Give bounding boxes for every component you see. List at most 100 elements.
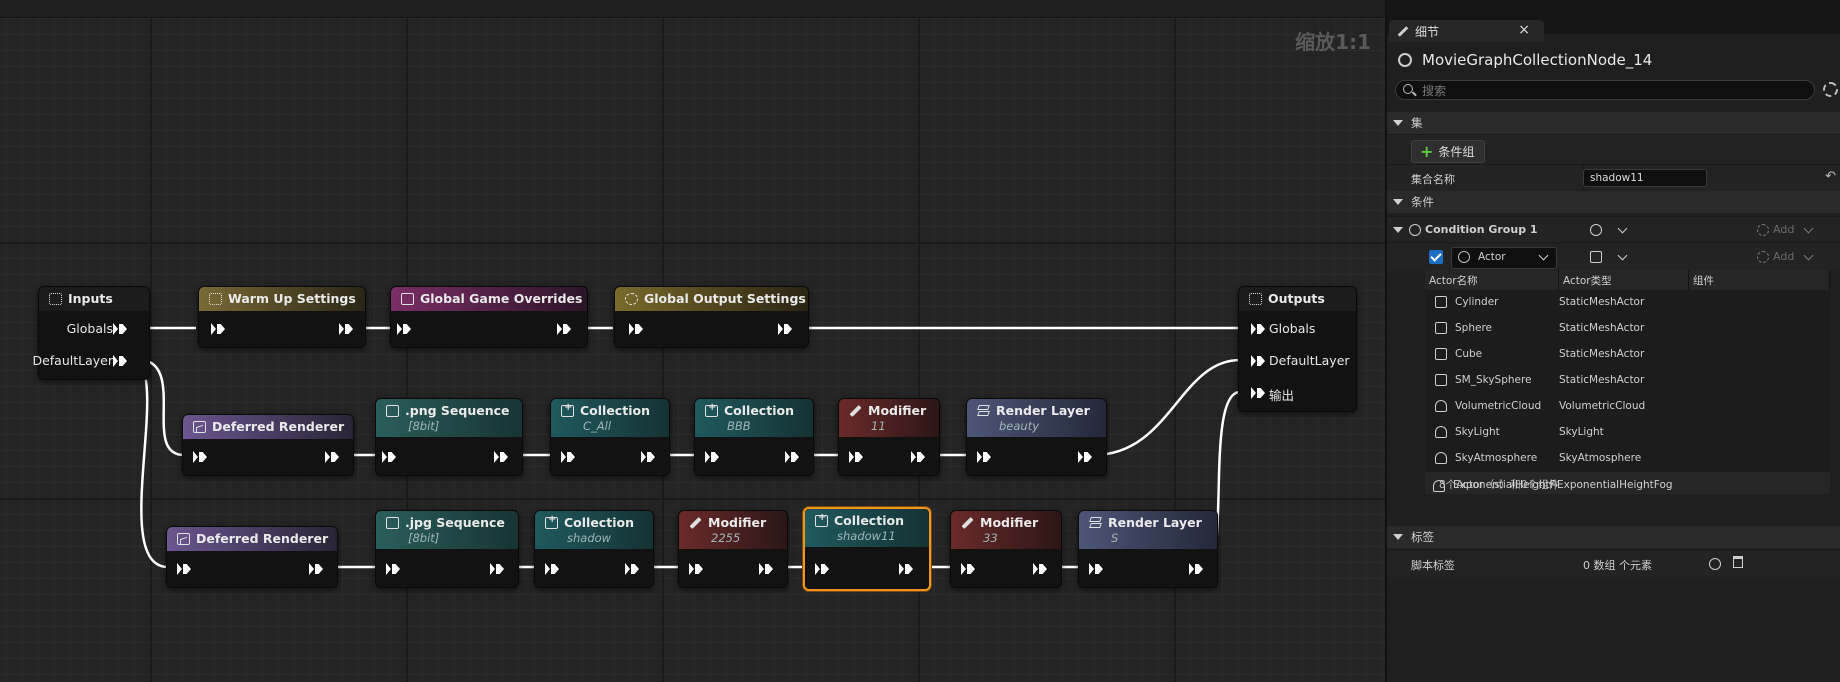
- deferred-renderer-node-2[interactable]: Deferred Renderer: [166, 526, 338, 588]
- add-label[interactable]: Add: [1773, 223, 1795, 236]
- outputs-node[interactable]: Outputs Globals DefaultLayer 输出: [1238, 286, 1357, 412]
- global-game-overrides-node[interactable]: Global Game Overrides: [390, 286, 588, 348]
- node-out-pin[interactable]: [1033, 563, 1049, 575]
- gear-icon[interactable]: [1757, 251, 1769, 263]
- trash-icon[interactable]: [1733, 556, 1743, 568]
- chevron-down-icon[interactable]: [1803, 250, 1814, 261]
- table-row[interactable]: ExponentialHeightFog ExponentialHeightFo…: [1423, 476, 1828, 496]
- warmup-in-pin[interactable]: [211, 323, 227, 335]
- outputs-defaultlayer-pin[interactable]: [1251, 355, 1267, 367]
- gear-icon[interactable]: [1757, 224, 1769, 236]
- node-in-pin[interactable]: [1089, 563, 1105, 575]
- output-settings-node-header: Global Output Settings: [615, 287, 808, 311]
- deferred-renderer-node-1[interactable]: Deferred Renderer: [182, 414, 354, 476]
- inputs-globals-pin[interactable]: [113, 323, 129, 335]
- node-out-pin[interactable]: [490, 563, 506, 575]
- collection-node-shadow[interactable]: Collection shadow: [534, 510, 654, 588]
- gamepad-icon: [401, 292, 414, 305]
- outputs-output-pin[interactable]: [1251, 387, 1267, 399]
- node-out-pin[interactable]: [899, 563, 915, 575]
- layers-icon: [977, 405, 990, 417]
- settings-gear-icon[interactable]: [1823, 82, 1838, 97]
- node-out-pin[interactable]: [494, 451, 510, 463]
- actor-type: ExponentialHeightFog: [1557, 479, 1673, 491]
- overrides-out-pin[interactable]: [557, 323, 573, 335]
- node-out-pin[interactable]: [325, 451, 341, 463]
- node-in-pin[interactable]: [382, 451, 398, 463]
- warmup-out-pin[interactable]: [339, 323, 355, 335]
- png-sequence-node[interactable]: .png Sequence [8bit]: [375, 398, 523, 476]
- condition-group-row[interactable]: Condition Group 1 Add: [1387, 216, 1840, 243]
- warmup-settings-node[interactable]: Warm Up Settings: [198, 286, 366, 348]
- node-out-pin[interactable]: [785, 451, 801, 463]
- global-output-settings-node[interactable]: Global Output Settings: [614, 286, 809, 348]
- modifier-node-11[interactable]: Modifier 11: [838, 398, 940, 476]
- section-collection[interactable]: 集: [1387, 112, 1840, 134]
- jpg-sequence-node[interactable]: .jpg Sequence [8bit]: [375, 510, 519, 588]
- node-out-pin[interactable]: [1189, 563, 1205, 575]
- render-layer-node-s[interactable]: Render Layer S: [1078, 510, 1218, 588]
- actor-type-dropdown[interactable]: Actor: [1451, 247, 1557, 269]
- node-in-pin[interactable]: [545, 563, 561, 575]
- node-in-pin[interactable]: [561, 451, 577, 463]
- collection-node-bbb[interactable]: Collection BBB: [694, 398, 814, 476]
- modifier-node-2255[interactable]: Modifier 2255: [678, 510, 788, 588]
- node-out-pin[interactable]: [641, 451, 657, 463]
- node-in-pin[interactable]: [177, 563, 193, 575]
- add-element-icon[interactable]: [1709, 558, 1721, 570]
- column-header-actor-type[interactable]: Actor类型: [1559, 270, 1689, 290]
- graph-canvas[interactable]: 缩放1:1: [0, 0, 1385, 682]
- node-out-pin[interactable]: [911, 451, 927, 463]
- inputs-node[interactable]: Inputs Globals DefaultLayer: [32, 286, 150, 380]
- collection-name-field[interactable]: shadow11: [1583, 169, 1707, 187]
- collapse-caret-icon[interactable]: [1393, 227, 1403, 233]
- add-condition-icon[interactable]: [1590, 224, 1602, 236]
- chevron-down-icon[interactable]: [1617, 223, 1628, 234]
- details-search[interactable]: [1395, 80, 1815, 100]
- wire: [135, 357, 169, 569]
- overrides-in-pin[interactable]: [397, 323, 413, 335]
- column-header-actor-name[interactable]: Actor名称: [1425, 270, 1559, 290]
- node-in-pin[interactable]: [386, 563, 402, 575]
- close-tab-icon[interactable]: ×: [1518, 22, 1530, 38]
- inputs-defaultlayer-pin[interactable]: [113, 355, 129, 367]
- column-header-components[interactable]: 组件: [1689, 270, 1830, 290]
- output-settings-out-pin[interactable]: [778, 323, 794, 335]
- node-in-pin[interactable]: [977, 451, 993, 463]
- add-condition-group-button[interactable]: + 条件组: [1411, 140, 1486, 163]
- modifier-node-33[interactable]: Modifier 33: [950, 510, 1062, 588]
- node-out-pin[interactable]: [625, 563, 641, 575]
- node-out-pin[interactable]: [309, 563, 325, 575]
- collection-node-shadow11-selected[interactable]: Collection shadow11: [803, 507, 931, 591]
- chevron-down-icon[interactable]: [1617, 250, 1628, 261]
- section-tags[interactable]: 标签: [1387, 526, 1840, 548]
- node-in-pin[interactable]: [961, 563, 977, 575]
- add-actor-icon[interactable]: [1590, 251, 1602, 263]
- node-in-pin[interactable]: [705, 451, 721, 463]
- output-settings-in-pin[interactable]: [629, 323, 645, 335]
- search-input[interactable]: [1420, 82, 1804, 100]
- condition-enabled-checkbox[interactable]: [1429, 250, 1443, 264]
- node-out-pin[interactable]: [759, 563, 775, 575]
- node-out-pin[interactable]: [1078, 451, 1094, 463]
- node-in-pin[interactable]: [193, 451, 209, 463]
- add-label[interactable]: Add: [1773, 250, 1795, 263]
- chevron-down-icon[interactable]: [1803, 223, 1814, 234]
- details-panel: 细节 × MovieGraphCollectionNode_14 集 + 条件组…: [1385, 0, 1840, 682]
- section-conditions[interactable]: 条件: [1387, 191, 1840, 213]
- outputs-globals-pin[interactable]: [1251, 323, 1267, 335]
- node-in-pin[interactable]: [815, 563, 831, 575]
- details-tab[interactable]: 细节 ×: [1389, 20, 1544, 42]
- node-in-pin[interactable]: [849, 451, 865, 463]
- reset-arrow-icon[interactable]: ↶: [1825, 169, 1836, 184]
- node-in-pin[interactable]: [689, 563, 705, 575]
- collection-node-call[interactable]: Collection C_All: [550, 398, 670, 476]
- render-layer-node-beauty[interactable]: Render Layer beauty: [966, 398, 1107, 476]
